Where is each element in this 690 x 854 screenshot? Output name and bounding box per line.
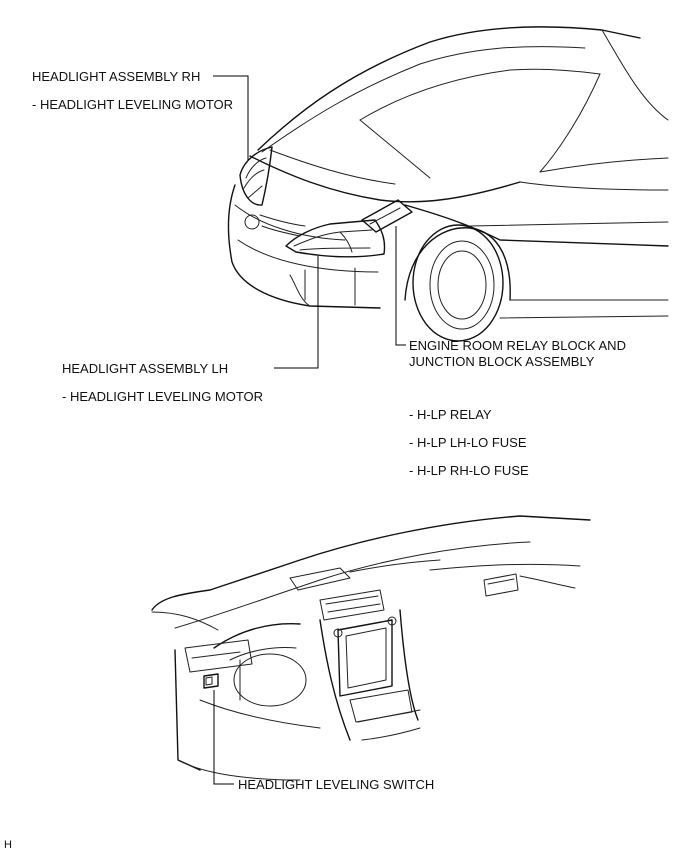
label-lh-leveling-motor: - HEADLIGHT LEVELING MOTOR xyxy=(62,389,264,404)
car-illustration xyxy=(227,26,669,342)
leader-lines xyxy=(213,75,406,785)
dashboard-illustration xyxy=(151,515,591,781)
label-hlp-rh-lo-fuse: - H-LP RH-LO FUSE xyxy=(409,463,529,478)
leader-switch xyxy=(213,690,234,785)
corner-code: H xyxy=(4,839,12,851)
leader-rh xyxy=(213,75,249,160)
leader-relay-block xyxy=(395,226,406,346)
label-rh-leveling-motor: - HEADLIGHT LEVELING MOTOR xyxy=(32,97,234,112)
label-headlight-leveling-switch: HEADLIGHT LEVELING SWITCH xyxy=(238,777,435,792)
label-headlight-assembly-lh: HEADLIGHT ASSEMBLY LH xyxy=(62,361,229,376)
label-relay-block-line2: JUNCTION BLOCK ASSEMBLY xyxy=(409,354,595,369)
leader-lh xyxy=(274,256,319,369)
label-hlp-relay: - H-LP RELAY xyxy=(409,407,492,422)
label-hlp-lh-lo-fuse: - H-LP LH-LO FUSE xyxy=(409,435,527,450)
label-relay-block-line1: ENGINE ROOM RELAY BLOCK AND xyxy=(409,338,626,353)
label-headlight-assembly-rh: HEADLIGHT ASSEMBLY RH xyxy=(32,69,201,84)
